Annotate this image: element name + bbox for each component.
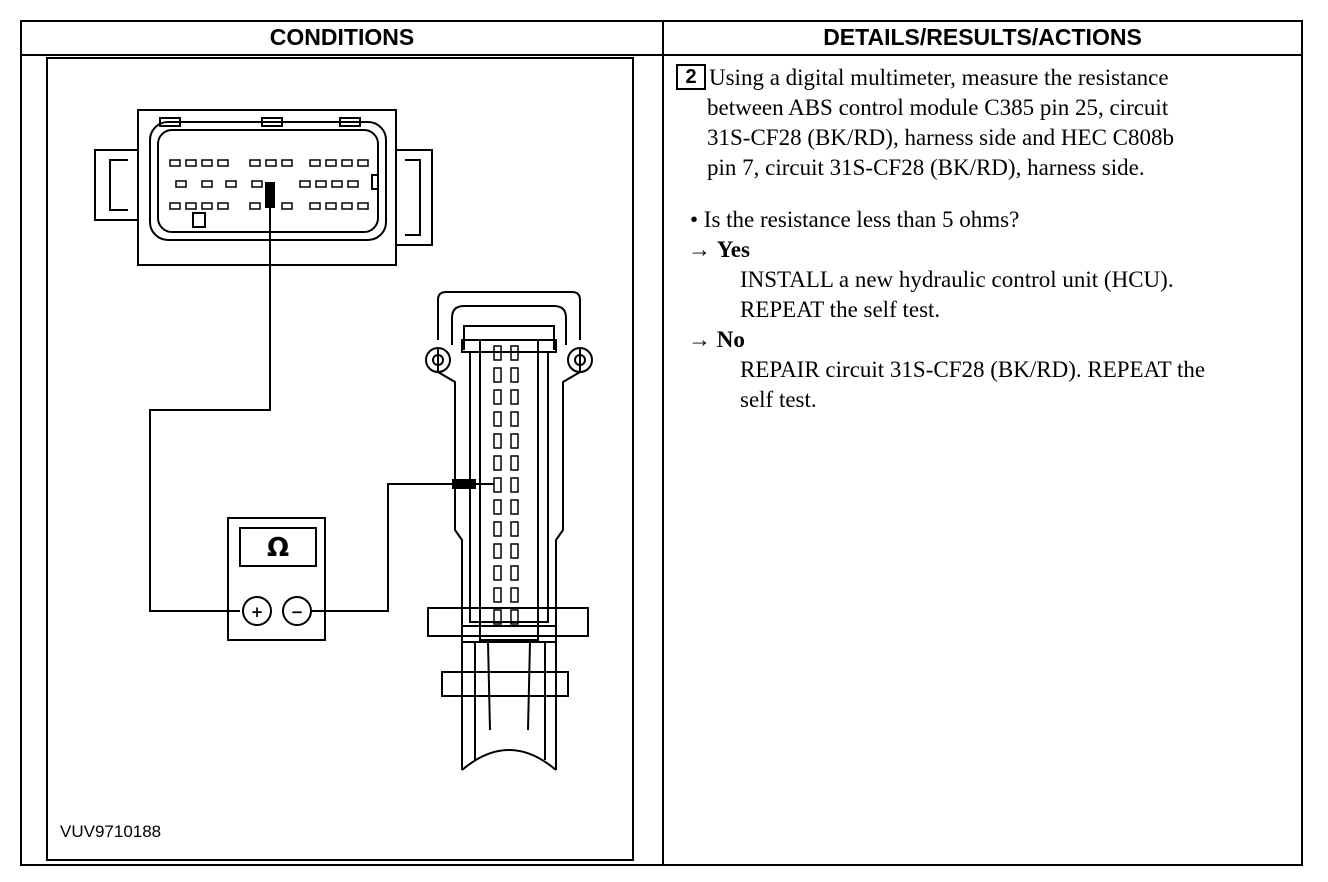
details-header: DETAILS/RESULTS/ACTIONS xyxy=(823,24,1142,50)
yes-label: Yes xyxy=(716,237,750,262)
arrow-icon: → xyxy=(688,327,711,352)
hec-pins xyxy=(493,345,519,625)
instruction-line-1: Using a digital multimeter, measure the … xyxy=(709,65,1169,90)
no-label: No xyxy=(716,327,745,352)
instruction-line-3: 31S-CF28 (BK/RD), harness side and HEC C… xyxy=(707,125,1175,150)
instruction-line-4: pin 7, circuit 31S-CF28 (BK/RD), harness… xyxy=(707,155,1145,180)
figure-id: VUV9710188 xyxy=(60,822,162,841)
arrow-icon: → xyxy=(688,237,711,262)
question: • Is the resistance less than 5 ohms? xyxy=(690,207,1020,232)
no-action-1: REPAIR circuit 31S-CF28 (BK/RD). REPEAT … xyxy=(740,357,1206,382)
conditions-header: CONDITIONS xyxy=(269,24,415,50)
plus-terminal: + xyxy=(251,603,264,621)
abs-connector xyxy=(94,109,433,266)
column-divider xyxy=(662,20,664,866)
test-leads xyxy=(149,235,455,612)
no-branch: → No xyxy=(688,325,745,355)
minus-terminal: − xyxy=(291,603,304,621)
probe-tip-abs xyxy=(265,182,275,208)
yes-action-2: REPEAT the self test. xyxy=(740,297,941,322)
header-divider xyxy=(20,54,1303,56)
ohm-symbol: Ω xyxy=(267,533,289,563)
connector-diagram: Ω + − xyxy=(46,57,634,861)
multimeter xyxy=(227,517,326,641)
yes-action-1: INSTALL a new hydraulic control unit (HC… xyxy=(740,267,1174,292)
figure-frame xyxy=(46,57,634,861)
probe-tip-hec xyxy=(452,479,476,489)
hec-connector xyxy=(425,291,593,771)
yes-branch: → Yes xyxy=(688,235,750,265)
step-number: 2 xyxy=(676,64,706,90)
instruction-line-2: between ABS control module C385 pin 25, … xyxy=(707,95,1169,120)
table-frame xyxy=(20,20,1303,866)
no-action-2: self test. xyxy=(740,387,817,412)
